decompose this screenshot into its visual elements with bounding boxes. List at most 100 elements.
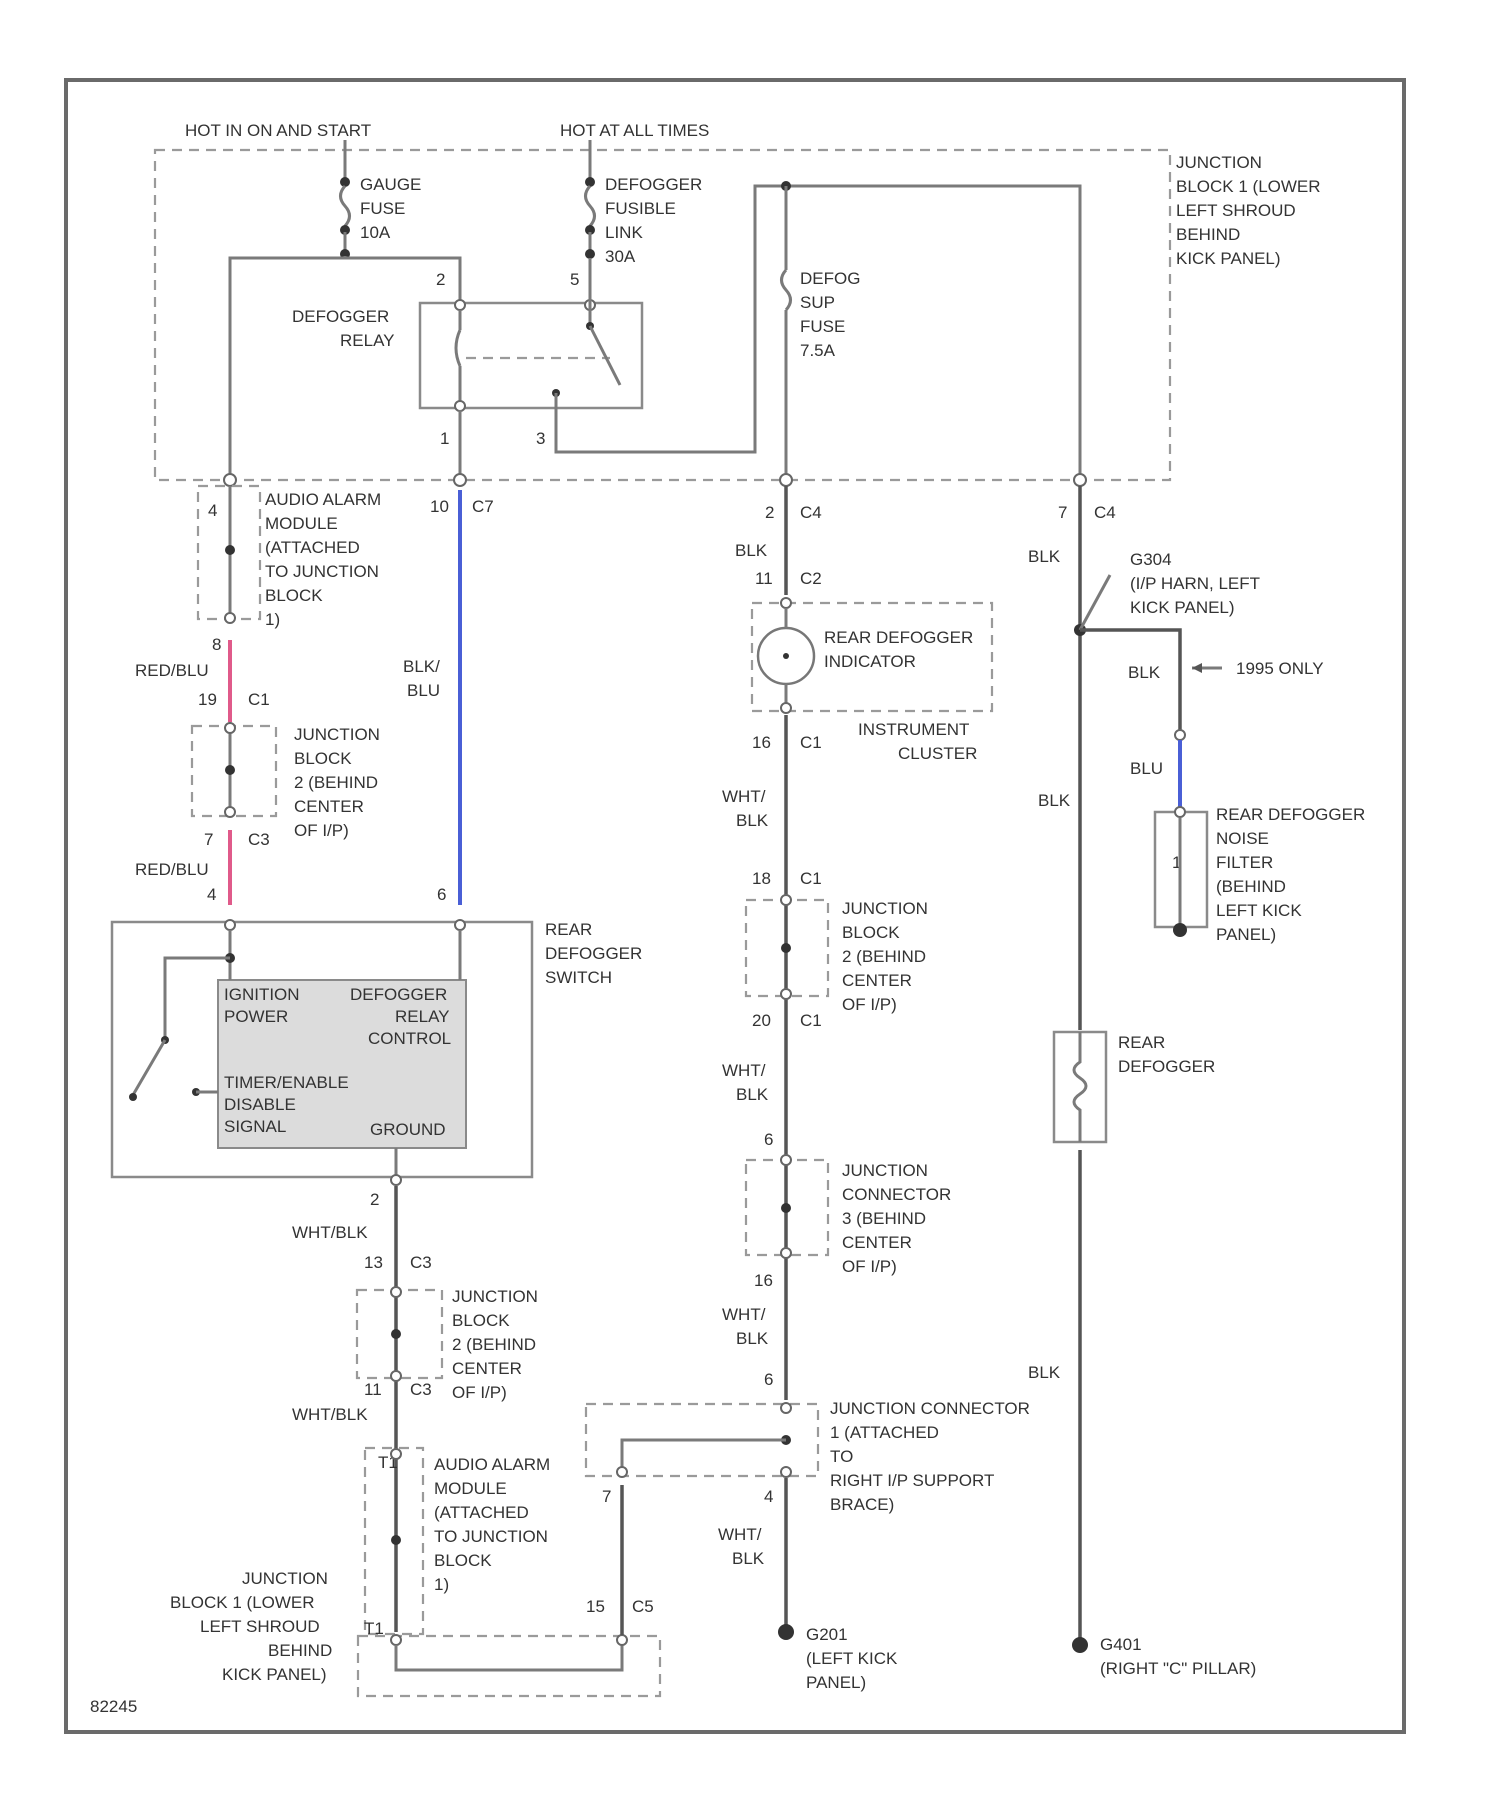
junction-block-1-label: JUNCTION BLOCK 1 (LOWER LEFT SHROUD BEHI…	[1176, 153, 1321, 268]
relay-pin-2: 2	[436, 270, 445, 289]
svg-text:(I/P HARN, LEFT: (I/P HARN, LEFT	[1130, 574, 1260, 593]
svg-text:1): 1)	[265, 610, 280, 629]
ground-g401	[1072, 1637, 1088, 1653]
svg-text:PANEL): PANEL)	[1216, 925, 1276, 944]
wire-label-blk-3: BLK	[1128, 663, 1161, 682]
junction-block-2-center-label: JUNCTION BLOCK 2 (BEHIND CENTER OF I/P)	[842, 899, 928, 1014]
junction-block-1-lower-label: JUNCTION BLOCK 1 (LOWER LEFT SHROUD BEHI…	[170, 1569, 332, 1684]
svg-text:INDICATOR: INDICATOR	[824, 652, 916, 671]
audio-alarm-bottom-label: AUDIO ALARM MODULE (ATTACHED TO JUNCTION…	[434, 1455, 550, 1594]
wire-label-wht-blk-f1: WHT/	[718, 1525, 762, 1544]
svg-text:3 (BEHIND: 3 (BEHIND	[842, 1209, 926, 1228]
svg-text:SWITCH: SWITCH	[545, 968, 612, 987]
svg-text:CENTER: CENTER	[842, 1233, 912, 1252]
wire-label-red-blu-2: RED/BLU	[135, 860, 209, 879]
pin-c4-2: 2	[765, 503, 774, 522]
svg-text:OF I/P): OF I/P)	[294, 821, 349, 840]
junction-block-2-lower-label: JUNCTION BLOCK 2 (BEHIND CENTER OF I/P)	[452, 1287, 538, 1402]
svg-text:OF I/P): OF I/P)	[842, 1257, 897, 1276]
conn-jb-left	[224, 474, 236, 486]
svg-text:(ATTACHED: (ATTACHED	[265, 538, 360, 557]
relay-pin-5: 5	[570, 270, 579, 289]
pin-16-ic: 16	[752, 733, 771, 752]
instrument-cluster-label: INSTRUMENT CLUSTER	[858, 720, 977, 763]
rear-defogger-label: REAR DEFOGGER	[1118, 1033, 1215, 1076]
svg-text:JUNCTION CONNECTOR: JUNCTION CONNECTOR	[830, 1399, 1030, 1418]
rear-defogger-switch-label: REAR DEFOGGER SWITCH	[545, 920, 642, 987]
svg-text:SUP: SUP	[800, 293, 835, 312]
svg-text:BEHIND: BEHIND	[268, 1641, 332, 1660]
svg-text:CENTER: CENTER	[294, 797, 364, 816]
conn-c3-label: C3	[248, 830, 270, 849]
svg-text:CENTER: CENTER	[452, 1359, 522, 1378]
svg-text:POWER: POWER	[224, 1007, 288, 1026]
svg-text:REAR: REAR	[1118, 1033, 1165, 1052]
svg-text:BLOCK: BLOCK	[452, 1311, 510, 1330]
pin-15: 15	[586, 1597, 605, 1616]
diagram-id: 82245	[90, 1697, 137, 1716]
svg-text:BLOCK 1 (LOWER: BLOCK 1 (LOWER	[1176, 177, 1321, 196]
pin-7-jc1: 7	[602, 1487, 611, 1506]
wire-label-wht-blk-e1: WHT/	[722, 1305, 766, 1324]
svg-text:REAR DEFOGGER: REAR DEFOGGER	[1216, 805, 1365, 824]
pin-18: 18	[752, 869, 771, 888]
svg-text:TO: TO	[830, 1447, 853, 1466]
pin-11-c2: 11	[755, 569, 773, 588]
svg-text:JUNCTION: JUNCTION	[452, 1287, 538, 1306]
svg-text:CENTER: CENTER	[842, 971, 912, 990]
pin-4-jc1: 4	[764, 1487, 773, 1506]
pin-8: 8	[212, 635, 221, 654]
pin-20: 20	[752, 1011, 771, 1030]
svg-text:REAR: REAR	[545, 920, 592, 939]
svg-text:AUDIO ALARM: AUDIO ALARM	[434, 1455, 550, 1474]
junction-connector-1-label: JUNCTION CONNECTOR 1 (ATTACHED TO RIGHT …	[830, 1399, 1030, 1514]
svg-text:KICK PANEL): KICK PANEL)	[1176, 249, 1281, 268]
wire-label-blk-4: BLK	[1038, 791, 1071, 810]
svg-text:FUSIBLE: FUSIBLE	[605, 199, 676, 218]
conn-ic-c1-label: C1	[800, 733, 822, 752]
wire-label-blu: BLU	[1130, 759, 1163, 778]
conn-c7	[454, 474, 466, 486]
conn-c3b-label: C3	[410, 1253, 432, 1272]
svg-text:BLOCK: BLOCK	[265, 586, 323, 605]
svg-text:CONNECTOR: CONNECTOR	[842, 1185, 951, 1204]
svg-text:AUDIO ALARM: AUDIO ALARM	[265, 490, 381, 509]
svg-text:FILTER: FILTER	[1216, 853, 1273, 872]
svg-text:RELAY: RELAY	[340, 331, 395, 350]
wire-label-wht-blk-c1: WHT/	[722, 787, 766, 806]
wire-label-blk-2: BLK	[1028, 547, 1061, 566]
pin-10: 10	[430, 497, 449, 516]
defogger-fusible-link: DEFOGGER FUSIBLE LINK 30A	[585, 140, 702, 266]
relay-pin-3: 3	[536, 429, 545, 448]
svg-text:LEFT SHROUD: LEFT SHROUD	[1176, 201, 1296, 220]
svg-text:JUNCTION: JUNCTION	[842, 899, 928, 918]
header-hot-all: HOT AT ALL TIMES	[560, 121, 709, 140]
conn-c1-label: C1	[248, 690, 270, 709]
wire-label-blk-blu-1: BLK/	[403, 657, 440, 676]
svg-text:7.5A: 7.5A	[800, 341, 836, 360]
wire-label-blk-blu-2: BLU	[407, 681, 440, 700]
conn-c7-label: C7	[472, 497, 494, 516]
svg-text:TO JUNCTION: TO JUNCTION	[434, 1527, 548, 1546]
svg-text:DEFOGGER: DEFOGGER	[545, 944, 642, 963]
svg-text:SIGNAL: SIGNAL	[224, 1117, 286, 1136]
svg-text:JUNCTION: JUNCTION	[294, 725, 380, 744]
conn-c4a-label: C4	[800, 503, 822, 522]
junction-connector-3-label: JUNCTION CONNECTOR 3 (BEHIND CENTER OF I…	[842, 1161, 951, 1276]
wire-label-wht-blk-d2: BLK	[736, 1085, 769, 1104]
svg-text:2 (BEHIND: 2 (BEHIND	[294, 773, 378, 792]
svg-text:TO JUNCTION: TO JUNCTION	[265, 562, 379, 581]
conn-jb-c1b-label: C1	[800, 1011, 822, 1030]
relay-contact	[552, 258, 620, 410]
wire-label-wht-blk-e2: BLK	[736, 1329, 769, 1348]
svg-text:INSTRUMENT: INSTRUMENT	[858, 720, 969, 739]
svg-text:(ATTACHED: (ATTACHED	[434, 1503, 529, 1522]
svg-text:10A: 10A	[360, 223, 391, 242]
svg-text:BLOCK: BLOCK	[294, 749, 352, 768]
svg-text:MODULE: MODULE	[434, 1479, 507, 1498]
svg-text:G201: G201	[806, 1625, 848, 1644]
conn-c4b-label: C4	[1094, 503, 1116, 522]
svg-text:TIMER/ENABLE: TIMER/ENABLE	[224, 1073, 349, 1092]
pin-sw-2: 2	[370, 1190, 379, 1209]
diagram-frame	[66, 80, 1404, 1732]
